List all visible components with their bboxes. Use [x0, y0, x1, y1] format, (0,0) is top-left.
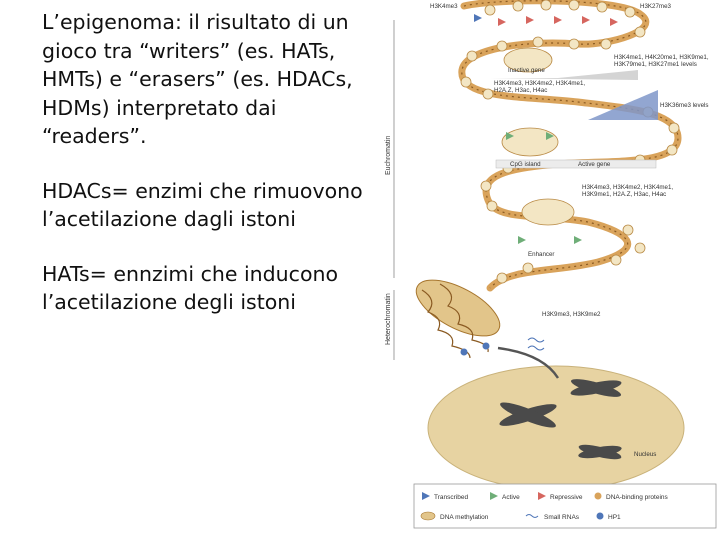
active-marks-box: H3K4me3, H3K4me2, H3K4me1, H2A.Z, H3ac, …: [494, 80, 586, 95]
enhancer-marks: [518, 236, 582, 244]
inactive-marks-box: H3K4me1, H4K20me1, H3K9me1, H3K79me1, H3…: [614, 54, 709, 69]
heterochromatin-coil: [415, 279, 501, 359]
h3k36-label: H3K36me3 levels: [660, 102, 709, 109]
active-gene-label: Active gene: [578, 161, 611, 168]
epigenome-figure: Euchromatin Heterochromatin Nucleus: [378, 0, 720, 540]
legend-transcribed-icon: [422, 492, 430, 500]
chromatin-fiber-texture: [461, 0, 679, 289]
cpg-island-label: CpG island: [510, 161, 541, 168]
hat-paragraph: HATs= ennzimi che inducono l’acetilazion…: [42, 261, 339, 315]
legend-dna-methylation-icon: [420, 511, 436, 521]
repressive-marks-top: [498, 16, 618, 26]
intro-paragraph: L’epigenoma: il risultato di un gioco tr…: [42, 10, 353, 148]
legend: Transcribed Active Repressive DNA-bindin…: [413, 483, 717, 529]
transcribed-marks-top: [474, 14, 482, 22]
legend-active-icon: [490, 492, 498, 500]
h3k36-box: H3K36me3 levels: [660, 102, 709, 109]
legend-repressive-icon: [538, 492, 546, 500]
enhancer-label: Enhancer: [528, 251, 555, 258]
hp1-dot-2: [482, 342, 490, 350]
active-marks-gene: [506, 132, 554, 140]
nucleosomes: [460, 0, 680, 284]
slide-text: L’epigenoma: il risultato di un gioco tr…: [42, 8, 372, 343]
epigenome-diagram: Euchromatin Heterochromatin Nucleus: [378, 0, 720, 540]
enhancer-nucleosome: [521, 198, 575, 226]
enhancer-marks-box: H3K4me3, H3K4me2, H3K4me1, H3K9me1, H2A.…: [582, 184, 674, 199]
chromatin-tether: [497, 346, 560, 379]
inactive-gene-nucleosome: [503, 47, 553, 73]
h3k27me3-label: H3K27me3: [640, 3, 672, 10]
legend-dna-methylation: DNA methylation: [440, 514, 489, 521]
h3k36-wedge: [588, 90, 658, 120]
inactive-marks-label: H3K4me1, H4K20me1, H3K9me1, H3K79me1, H3…: [614, 54, 709, 69]
inactive-gene-wedge: [490, 70, 638, 80]
legend-small-rnas: Small RNAs: [544, 514, 580, 521]
heterochromatin-label: Heterochromatin: [385, 293, 392, 345]
enhancer-marks-label: H3K4me3, H3K4me2, H3K4me1, H3K9me1, H2A.…: [582, 184, 674, 199]
inactive-gene-label: Inactive gene: [508, 67, 545, 74]
legend-dna-binding: DNA-binding proteins: [606, 494, 669, 501]
hdac-paragraph: HDACs= enzimi che rimuovono l’acetilazio…: [42, 178, 363, 232]
legend-hp1-icon: [596, 512, 604, 520]
legend-transcribed: Transcribed: [434, 494, 468, 501]
legend-small-rnas-icon: [525, 514, 539, 518]
legend-active: Active: [502, 494, 520, 501]
hp1-dot: [460, 348, 468, 356]
euchromatin-label: Euchromatin: [385, 136, 392, 175]
nucleus-label: Nucleus: [634, 451, 656, 458]
legend-dna-binding-icon: [594, 492, 602, 500]
active-gene-nucleosome: [501, 127, 559, 157]
active-gene-bar: [495, 159, 657, 169]
h3k4me3-top-label: H3K4me3: [430, 3, 458, 10]
legend-repressive: Repressive: [550, 494, 583, 501]
active-marks-label: H3K4me3, H3K4me2, H3K4me1, H2A.Z, H3ac, …: [494, 80, 586, 95]
nucleus: [427, 365, 685, 491]
chromosomes: [499, 379, 622, 460]
heterochromatin-marks-label: H3K9me3, H3K9me2: [542, 311, 601, 318]
small-rnas-squiggle: [527, 337, 545, 351]
legend-hp1: HP1: [608, 514, 621, 521]
